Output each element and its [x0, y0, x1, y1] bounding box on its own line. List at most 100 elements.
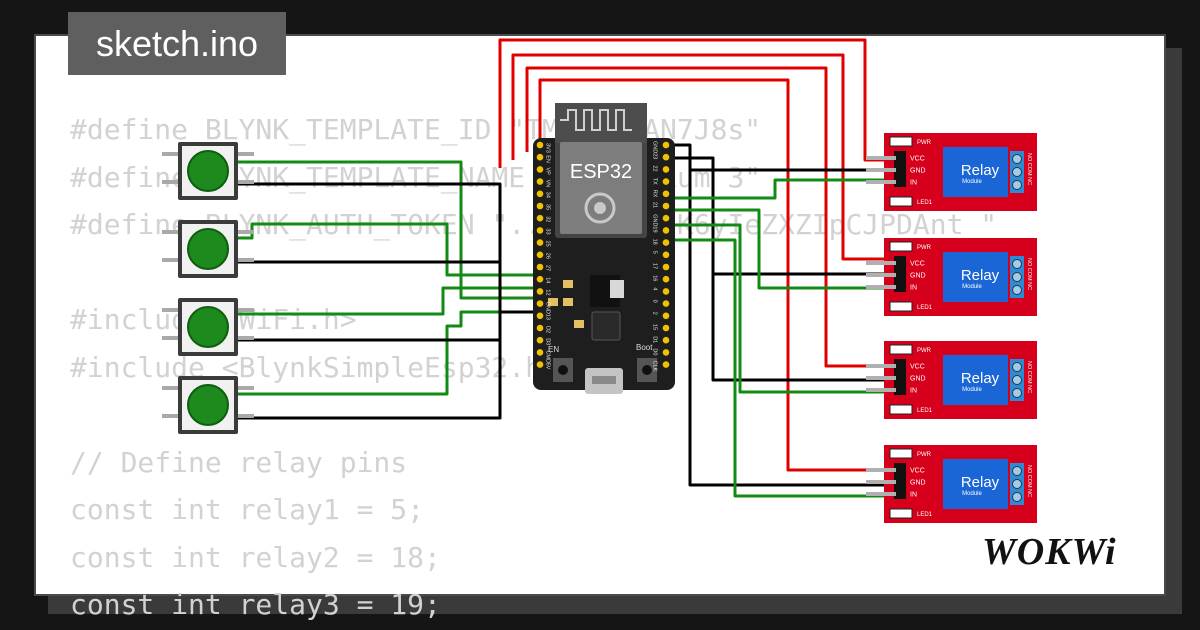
- pwr-led: [889, 344, 913, 355]
- code-line: const int relay3 = 19;: [70, 588, 441, 621]
- relay-pin-label: IN: [910, 492, 917, 499]
- pin-header: [536, 251, 544, 259]
- terminal-screw: [1012, 272, 1022, 282]
- pin-label: 5V: [545, 363, 551, 370]
- pin-label: 32: [545, 216, 551, 222]
- pin-header: [662, 263, 670, 271]
- pin-header: [662, 275, 670, 283]
- pin-label: 21: [652, 202, 658, 208]
- terminal-labels: NO COM NC: [1026, 258, 1032, 290]
- terminal-screw: [1012, 388, 1022, 398]
- svg-text:WOKWi: WOKWi: [982, 531, 1117, 573]
- wire: [711, 274, 888, 382]
- pushbutton-2[interactable]: [162, 220, 254, 278]
- pushbutton-3[interactable]: [162, 298, 254, 356]
- relay-pin: [866, 180, 896, 184]
- relay-block: [943, 147, 1008, 197]
- pin-header: [536, 239, 544, 246]
- relay-pin-label: GND: [910, 273, 926, 280]
- pin-label: TX: [652, 178, 658, 185]
- terminal-screw: [1012, 362, 1022, 372]
- button-leg: [238, 386, 254, 390]
- board-module: [560, 142, 642, 234]
- pin-header: [536, 336, 544, 344]
- espressif-logo-dot: [594, 202, 606, 214]
- relay-title: Relay: [961, 267, 1000, 284]
- terminal-screw: [1012, 285, 1022, 295]
- pin-label: 5: [652, 251, 658, 254]
- terminal-labels: NO COM NC: [1026, 153, 1032, 185]
- led1-label: LED1: [917, 512, 933, 518]
- pin-header: [662, 361, 670, 368]
- relay-pin-label: VCC: [910, 156, 925, 163]
- pin-header: [662, 239, 670, 246]
- wokwi-logo: WOKWi: [982, 531, 1117, 573]
- pin-label: 0: [652, 300, 658, 303]
- pin-label: VN: [545, 180, 551, 188]
- button-leg: [238, 308, 254, 312]
- sketch-title[interactable]: sketch.ino: [68, 12, 286, 75]
- usb-port-slot: [592, 376, 616, 384]
- pin-header: [662, 312, 670, 320]
- relay-subtitle: Module: [962, 179, 982, 185]
- code-line: #include <BlynkSimpleEsp32.h>: [70, 350, 559, 384]
- pin-label: D1: [652, 336, 658, 343]
- pwr-label: PWR: [917, 452, 932, 458]
- pin-header: [536, 275, 544, 283]
- relay-pin: [866, 168, 896, 172]
- terminal-screw: [1012, 479, 1022, 489]
- pushbutton-4[interactable]: [162, 376, 254, 434]
- pin-header: [662, 300, 670, 307]
- pushbutton-1[interactable]: [162, 142, 254, 200]
- pin-label: GND: [652, 141, 658, 153]
- pin-header: [536, 300, 544, 307]
- code-line: const int relay1 = 5;: [70, 493, 425, 526]
- relay-pin: [866, 480, 896, 484]
- terminal-labels: NO COM NC: [1026, 465, 1032, 497]
- pin-header: [662, 178, 670, 185]
- pin-label: D0: [652, 348, 658, 355]
- relay-pin: [866, 156, 896, 160]
- button-cap: [187, 150, 229, 192]
- board-label: ESP32: [570, 161, 632, 183]
- led1-label: LED1: [917, 200, 933, 206]
- wire: [511, 53, 888, 261]
- button-leg: [238, 180, 254, 184]
- relay-pin-label: VCC: [910, 364, 925, 371]
- pin-label: 25: [545, 241, 551, 247]
- pin-header: [662, 202, 670, 210]
- button-leg: [162, 308, 178, 312]
- smd-part: [574, 320, 584, 328]
- code-line: // Define relay pins: [70, 445, 408, 479]
- pwr-label: PWR: [917, 140, 932, 146]
- pin-header: [536, 141, 544, 149]
- pin-label: 12: [545, 289, 551, 295]
- button-cap: [187, 384, 229, 426]
- button-leg: [238, 336, 254, 340]
- code-line: const int relay2 = 18;: [70, 540, 441, 574]
- pin-header: [662, 324, 670, 332]
- terminal-screw: [1012, 492, 1022, 502]
- wire: [665, 208, 888, 290]
- pin-header: [662, 336, 670, 344]
- pin-label: 19: [652, 226, 658, 232]
- led1-label: LED1: [917, 305, 933, 311]
- wire: [665, 238, 888, 498]
- relay-header: [894, 463, 906, 499]
- pin-header: [662, 214, 670, 222]
- en-button-cap: [558, 365, 568, 375]
- relay-pin-label: GND: [910, 168, 926, 175]
- relay-block: [943, 459, 1008, 509]
- pin-header: [536, 324, 544, 332]
- relay-pin: [866, 285, 896, 289]
- antenna-trace: [560, 109, 632, 131]
- wire: [668, 156, 888, 276]
- relay-block: [943, 252, 1008, 302]
